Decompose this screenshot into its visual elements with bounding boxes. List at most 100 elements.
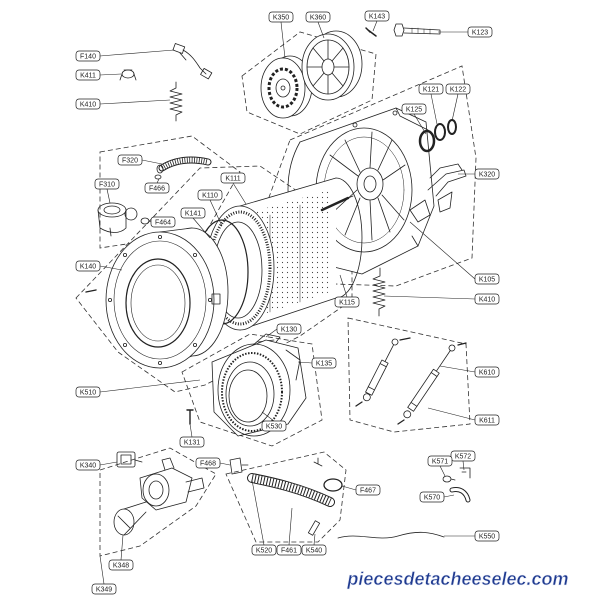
callout-label: K349: [96, 587, 112, 594]
callout-label: K550: [479, 534, 495, 541]
callout-k572: K572: [450, 450, 476, 462]
callout-label: K410: [479, 297, 495, 304]
callout-label: F464: [155, 220, 171, 227]
callout-box: [474, 530, 500, 542]
callout-k111: K111: [220, 172, 246, 184]
callout-label: K572: [455, 454, 471, 461]
callout-label: F467: [360, 488, 376, 495]
callout-box: [401, 103, 427, 115]
clip-f464: [140, 217, 150, 225]
callout-label: K611: [479, 418, 495, 425]
callout-label: K143: [369, 14, 385, 21]
watermark-text: piecesdetacheeselec.com: [346, 569, 568, 589]
callout-k121: K121: [418, 83, 444, 95]
wire-harness-f140: [172, 43, 213, 80]
callout-k611: K611: [474, 414, 500, 426]
callout-box: [419, 491, 445, 503]
callout-label: K348: [113, 563, 129, 570]
spring-k410-left: [169, 81, 183, 122]
callout-box: [418, 83, 444, 95]
callout-k349: K349: [91, 583, 117, 595]
callout-box: [117, 154, 143, 166]
callout-k540: K540: [301, 544, 327, 556]
drain-pump-k349: [139, 457, 205, 511]
callout-box: [75, 98, 101, 110]
bracket-k320: [427, 163, 467, 213]
drive-hub-k350: [260, 55, 313, 119]
wire-k550: [337, 531, 445, 539]
callout-label: K135: [316, 361, 332, 368]
callout-k510: K510: [75, 386, 101, 398]
callout-label: K131: [184, 440, 200, 447]
callout-k105: K105: [474, 273, 500, 285]
callout-k360: K360: [305, 11, 331, 23]
door-gasket-k530: [217, 343, 291, 437]
screw-front-tub: [85, 289, 97, 293]
callout-label: K510: [80, 390, 96, 397]
callout-f467: F467: [355, 484, 381, 496]
callout-box: [467, 26, 493, 38]
callout-box: [150, 216, 176, 228]
callout-k141: K141: [180, 207, 206, 219]
callout-box: [276, 544, 302, 556]
damper-k610: [362, 338, 399, 402]
callout-box: [108, 559, 134, 571]
screw-k143: [365, 27, 377, 37]
callout-k125: K125: [401, 103, 427, 115]
callout-label: K121: [423, 87, 439, 94]
callout-label: K520: [256, 548, 272, 555]
callout-box: [91, 583, 117, 595]
callout-label: F461: [281, 548, 297, 555]
callout-box: [301, 544, 327, 556]
callout-box: [427, 455, 453, 467]
pulley-k360: [301, 30, 363, 101]
screws-f467: [313, 457, 323, 467]
callout-label: K540: [306, 548, 322, 555]
callout-label: K110: [202, 193, 218, 200]
part-f468: [229, 457, 249, 475]
part-k540: [307, 520, 321, 536]
callout-box: [305, 11, 331, 23]
callout-label: K123: [472, 30, 488, 37]
connector-k340: [116, 451, 143, 468]
callout-label: K610: [479, 370, 495, 377]
callout-box: [474, 293, 500, 305]
hose-f461: [247, 473, 335, 507]
callout-box: [75, 50, 101, 62]
callout-k571: K571: [427, 455, 453, 467]
callout-k350: K350: [268, 11, 294, 23]
callout-label: K411: [80, 73, 96, 80]
callout-box: [450, 450, 476, 462]
callout-box: [75, 260, 101, 272]
callout-k411: K411: [75, 69, 101, 81]
elbow-k572: [459, 467, 471, 479]
dispenser-hub-f310: [97, 202, 138, 237]
callout-label: K141: [185, 211, 201, 218]
callout-box: [474, 366, 500, 378]
shaft-k115: [320, 195, 354, 212]
callout-label: K571: [432, 459, 448, 466]
callout-box: [474, 273, 500, 285]
callout-label: K340: [80, 463, 96, 470]
callout-k530: K530: [261, 420, 287, 432]
callout-label: K122: [450, 87, 466, 94]
callout-k570: K570: [419, 491, 445, 503]
callout-k115: K115: [334, 296, 360, 308]
callout-k135: K135: [311, 357, 337, 369]
ring-k571: [442, 475, 456, 483]
callout-k122: K122: [445, 83, 471, 95]
callout-k130: K130: [276, 323, 302, 335]
callout-box: [355, 484, 381, 496]
leader-lines: [99, 20, 476, 585]
bolt-k123: [393, 23, 441, 37]
callout-box: [268, 11, 294, 23]
callout-k320: K320: [474, 168, 500, 180]
damper-k611: [403, 344, 456, 419]
callout-k340: K340: [75, 459, 101, 471]
callout-box: [311, 357, 337, 369]
callout-label: K570: [424, 495, 440, 502]
callout-k131: K131: [179, 436, 205, 448]
callout-label: K115: [339, 300, 355, 307]
callout-box: [251, 544, 277, 556]
